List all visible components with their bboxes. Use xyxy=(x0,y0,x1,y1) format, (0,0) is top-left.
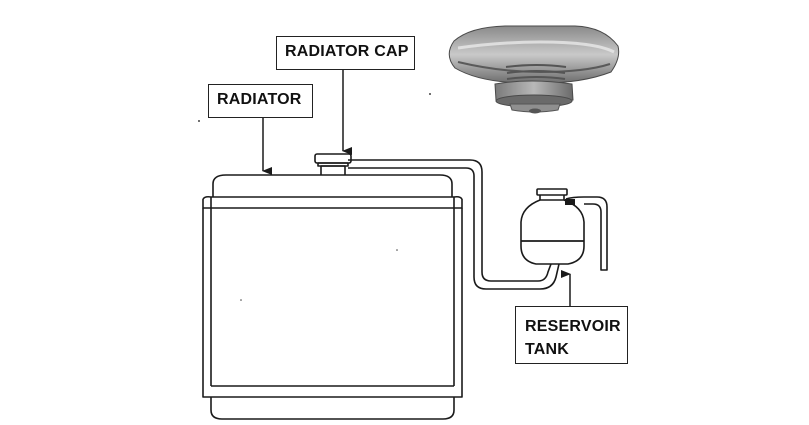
radiator-cap-label-text: RADIATOR CAP xyxy=(285,43,409,60)
overflow-hose xyxy=(348,159,560,290)
reservoir-tank-label-line2: TANK xyxy=(525,341,570,358)
radiator xyxy=(202,153,463,420)
callout-arrows xyxy=(262,70,571,306)
radiator-label: RADIATOR xyxy=(208,84,313,118)
radiator-label-text: RADIATOR xyxy=(217,91,302,108)
reservoir-tank xyxy=(520,188,608,271)
reservoir-tank-label: RESERVOIR TANK xyxy=(515,306,628,364)
radiator-cap-photo xyxy=(448,25,620,114)
radiator-cap-label: RADIATOR CAP xyxy=(276,36,415,70)
scan-specks xyxy=(198,93,431,301)
reservoir-tank-label-line1: RESERVOIR xyxy=(525,318,621,335)
